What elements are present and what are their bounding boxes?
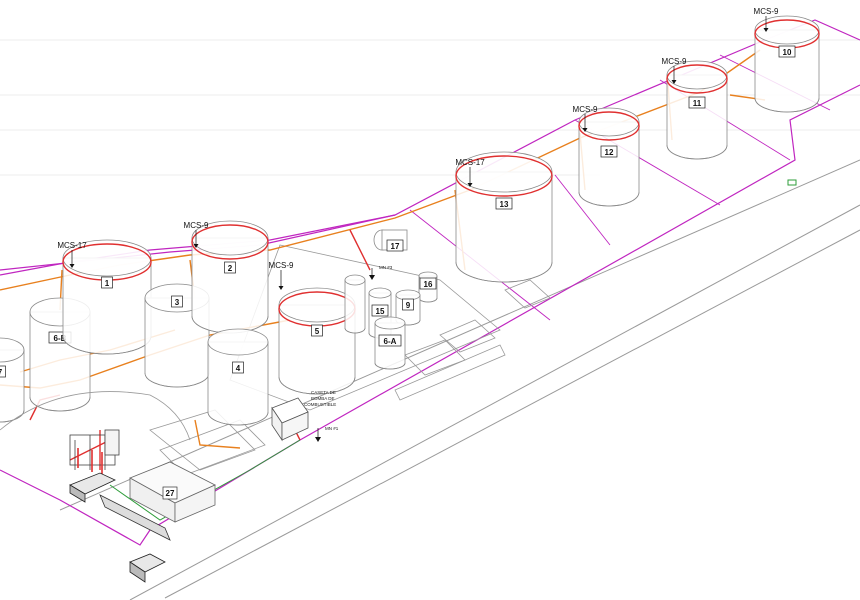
- tank-t4-label: 4: [236, 364, 241, 373]
- tank-t11-label-box: [688, 96, 706, 109]
- tank-t11: 11: [666, 60, 728, 160]
- tank-t9-label-box: [402, 298, 414, 311]
- tank-t2: 2: [191, 220, 269, 334]
- tank-t15-label-box: [371, 304, 389, 317]
- pump-house-label-line1: CASETA DE: [311, 390, 336, 395]
- marker-mn1: MN #1: [315, 426, 339, 442]
- tank-t13-label: 13: [500, 200, 509, 209]
- pump-house-label-line2: BOMBA DE: [311, 396, 335, 401]
- tank-t12: 12: [578, 107, 640, 207]
- pump-house: CASETA DE BOMBA DE COMBUSTIBLE: [271, 390, 336, 442]
- sensor-s5-label: MCS-9: [269, 261, 294, 270]
- sensor-s13: MCS-17: [455, 158, 485, 187]
- tank-t6b-label: 6-B: [54, 334, 67, 343]
- building-27: 27: [129, 461, 216, 523]
- tank-t7-label: 7: [0, 368, 3, 377]
- tank-t1-label-box: [101, 276, 113, 289]
- sensor-s2-label: MCS-9: [184, 221, 209, 230]
- tank-t17: 17: [373, 229, 408, 252]
- sensor-s11: MCS-9: [662, 57, 687, 84]
- tank-t6a: 6-A: [374, 316, 406, 370]
- tank-t1: 1: [62, 239, 152, 355]
- building-27-label: 27: [166, 489, 175, 498]
- tank-t5: 5: [278, 287, 356, 395]
- tank-t12-label: 12: [605, 148, 614, 157]
- tank-t7-label-box: [0, 365, 6, 378]
- tank-t3-label: 3: [175, 298, 180, 307]
- sensor-s1-label: MCS-17: [57, 241, 87, 250]
- tanker-truck-2: [129, 553, 166, 583]
- tank-t2-label-box: [224, 261, 236, 274]
- tank-t17-label: 17: [391, 242, 400, 251]
- tank-t16: 16: [418, 271, 438, 303]
- tank-t2-label: 2: [228, 264, 233, 273]
- tank-t6a-label-box: [378, 334, 402, 347]
- marker-mn1-label: MN #1: [325, 426, 339, 431]
- dike-arc: [0, 391, 191, 441]
- tank-t17-label-box: [386, 239, 404, 252]
- tank-t13-label-box: [495, 197, 513, 210]
- sensor-s11-label: MCS-9: [662, 57, 687, 66]
- tank-t3-label-box: [171, 295, 183, 308]
- tank-t6a-label: 6-A: [384, 337, 397, 346]
- tank-t1-label: 1: [105, 279, 110, 288]
- tanker-truck-1: [69, 472, 171, 541]
- tank-t11-label: 11: [693, 99, 702, 108]
- tank-t12-label-box: [600, 145, 618, 158]
- sensor-s10: MCS-9: [754, 7, 779, 32]
- tank-t5-label: 5: [315, 327, 320, 336]
- tank-t4-label-box: [232, 361, 244, 374]
- sensor-s5: MCS-9: [269, 261, 294, 290]
- tank-t13: 13: [455, 151, 553, 283]
- tank-t5-label-box: [311, 324, 323, 337]
- tank-t7: 7: [0, 337, 25, 423]
- sensor-s2: MCS-9: [184, 221, 209, 248]
- sensor-s13-label: MCS-17: [455, 158, 485, 167]
- tank-t15-label: 15: [376, 307, 385, 316]
- tank-t10-label-box: [778, 45, 796, 58]
- containment-areas: [149, 244, 551, 476]
- tank-t16-label-box: [419, 277, 437, 290]
- pump-house-label-line3: COMBUSTIBLE: [304, 402, 336, 407]
- sensor-s1: MCS-17: [57, 241, 87, 268]
- sensor-s12-label: MCS-9: [573, 105, 598, 114]
- road-edges: [59, 159, 860, 600]
- tank-extraA: [344, 274, 366, 334]
- tank-t9-label: 9: [406, 301, 411, 310]
- tank-t16-label: 16: [424, 280, 433, 289]
- marker-mn3-label: MN #3: [379, 265, 393, 270]
- loading-rack-red-posts: [77, 448, 103, 475]
- sensor-s10-label: MCS-9: [754, 7, 779, 16]
- sensor-s12: MCS-9: [573, 105, 598, 132]
- tank-t10-label: 10: [783, 48, 792, 57]
- loading-rack: [69, 429, 120, 470]
- marker-mn3: MN #3: [369, 265, 393, 280]
- tank-t10: 10: [754, 15, 820, 113]
- tank-t4: 4: [207, 328, 269, 426]
